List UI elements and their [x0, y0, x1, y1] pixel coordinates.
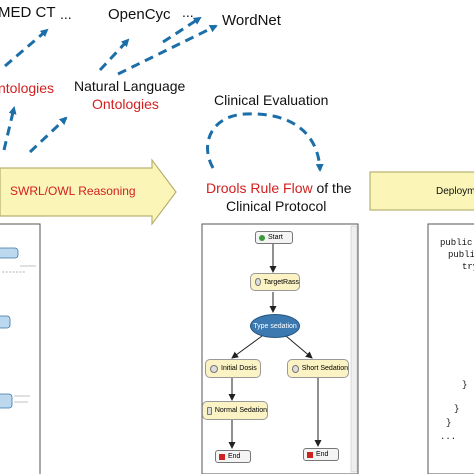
ontologies-label: ntologies	[0, 80, 55, 96]
wordnet-label: WordNet	[222, 12, 281, 29]
stop-icon	[307, 451, 313, 458]
node-end-1-label: End	[228, 453, 241, 460]
drools-title-red: Drools Rule Flow	[206, 180, 313, 196]
arrow-clinical-loop	[206, 112, 324, 172]
drools-panel	[201, 223, 359, 474]
natlang-line2: Ontologies	[92, 96, 159, 112]
arrow-reasoning-natlang	[28, 116, 68, 154]
left-node-1	[0, 247, 19, 259]
code-line-1: public c	[440, 238, 473, 248]
node-type-sedation[interactable]: Type sedation	[250, 314, 300, 338]
drools-title-black: of the	[312, 180, 352, 196]
node-start-label: Start	[268, 234, 283, 241]
stop-icon	[219, 453, 225, 460]
gear-icon	[210, 364, 218, 373]
left-panel-rule: = = = = = = =	[2, 269, 26, 274]
code-line-2: publi	[448, 250, 474, 260]
node-type-label: Type sedation	[253, 322, 297, 330]
reasoning-band-arrow	[0, 158, 177, 226]
code-line-3: try	[462, 262, 474, 272]
drools-scrollbar	[350, 225, 358, 473]
node-short-sedation[interactable]: Short Sedation	[287, 359, 349, 378]
gear-icon	[292, 364, 299, 373]
natlang-line1: Natural Language	[74, 78, 186, 94]
start-icon	[259, 234, 265, 241]
opencyc-ellipsis: ...	[182, 4, 194, 20]
node-end-1[interactable]: End	[215, 450, 251, 463]
code-line-5: }	[454, 404, 460, 414]
deploy-label: Deploym	[436, 186, 474, 197]
deploy-band	[369, 171, 474, 211]
left-panel	[0, 223, 41, 474]
node-initial-label: Initial Dosis	[221, 365, 257, 372]
node-end-2-label: End	[316, 451, 329, 458]
left-node-2	[0, 315, 11, 329]
node-initial-dosis[interactable]: Initial Dosis	[205, 359, 261, 378]
code-line-7: ...	[440, 432, 457, 442]
ruleset-icon	[255, 278, 261, 286]
arrow-opencyc-ellipsis	[162, 16, 202, 44]
arrow-reasoning-left	[2, 106, 17, 151]
snomed-label: MED CT	[0, 4, 56, 21]
node-target[interactable]: TargetRass	[250, 273, 300, 291]
node-normal-sedation[interactable]: Normal Sedation	[202, 401, 268, 420]
opencyc-label: OpenCyc	[108, 6, 171, 23]
snomed-ellipsis: ...	[60, 6, 72, 22]
node-end-2[interactable]: End	[303, 448, 339, 461]
drools-title: Drools Rule Flow of the	[206, 180, 352, 196]
code-line-6: }	[446, 418, 452, 428]
arrow-snomed	[4, 28, 49, 68]
arrow-natlang-wordnet	[117, 24, 218, 76]
node-start[interactable]: Start	[255, 231, 293, 244]
arrow-natlang-opencyc	[98, 38, 130, 72]
clinical-eval-label: Clinical Evaluation	[214, 92, 329, 108]
code-line-4: }	[462, 380, 468, 390]
code-panel	[427, 223, 474, 474]
node-normal-label: Normal Sedation	[214, 407, 267, 414]
node-short-label: Short Sedation	[301, 365, 348, 372]
node-target-label: TargetRass	[263, 278, 299, 286]
flow-connectors	[228, 244, 322, 449]
left-node-3	[0, 393, 13, 409]
reasoning-label: SWRL/OWL Reasoning	[10, 184, 136, 198]
drools-title-line2: Clinical Protocol	[226, 198, 327, 214]
dashed-arrows	[2, 16, 324, 172]
subprocess-icon	[207, 406, 212, 415]
